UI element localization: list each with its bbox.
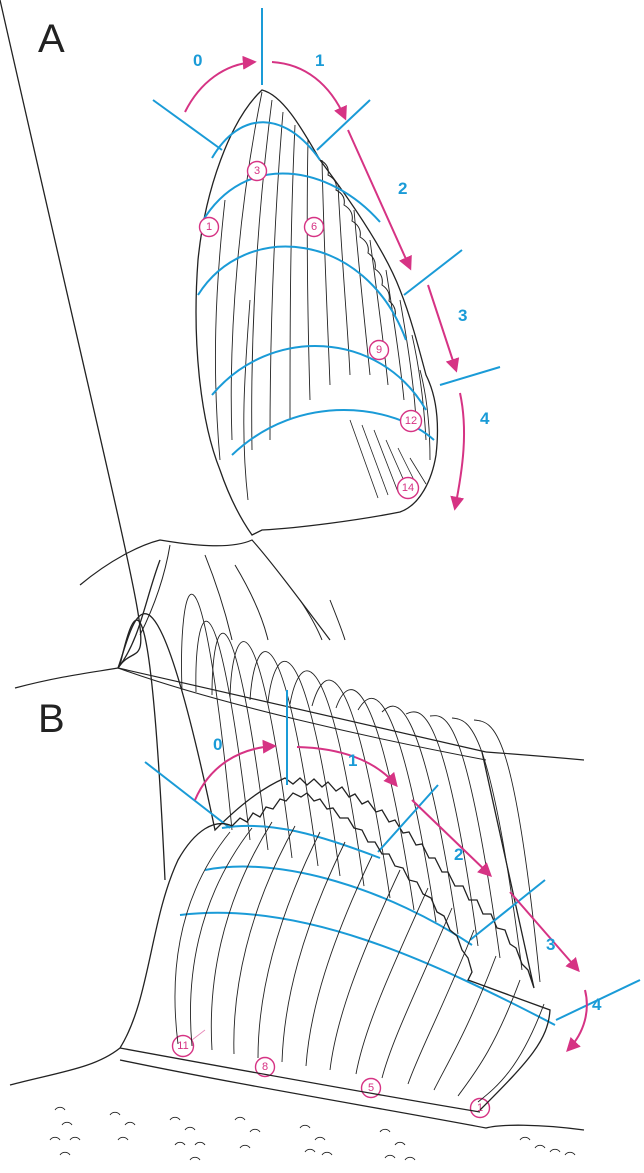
- scales-b: [50, 1107, 575, 1160]
- ray-marker-b-8: 8: [262, 1061, 268, 1073]
- ray-marker-b-5: 5: [368, 1082, 374, 1094]
- ray-marker-a-3: 3: [254, 165, 260, 177]
- segment-b-4: 4: [592, 995, 602, 1014]
- fin-b-shape: [10, 793, 584, 1130]
- ray-marker-a-1: 1: [206, 221, 212, 233]
- fin-b-outline: [0, 0, 141, 668]
- fin-b-front-edge: [118, 560, 160, 668]
- panel-b-label: B: [38, 697, 65, 741]
- ray-marker-a-9: 9: [376, 344, 382, 356]
- segment-b-0: 0: [213, 735, 222, 754]
- fin-a-rays: [215, 92, 430, 500]
- segment-b-2: 2: [454, 845, 463, 864]
- segment-a-3: 3: [458, 306, 467, 325]
- segment-a-0: 0: [193, 51, 202, 70]
- fin-b-outline-main: [118, 614, 534, 988]
- segment-a-2: 2: [398, 179, 407, 198]
- ray-marker-a-14: 14: [402, 482, 414, 494]
- fin-b-base: [118, 668, 486, 752]
- ray-marker-b-11: 11: [177, 1040, 188, 1052]
- segment-a-1: 1: [315, 51, 324, 70]
- body-a-line-2: [205, 555, 232, 640]
- body-a-line-3: [235, 565, 268, 640]
- body-a-line-4: [300, 600, 322, 640]
- segment-a-4: 4: [480, 409, 490, 428]
- panel-a-label: A: [38, 17, 65, 61]
- body-a-line-5: [330, 600, 345, 640]
- arrows-b: [195, 746, 587, 1050]
- arrows-a: [185, 62, 464, 508]
- ray-marker-a-12: 12: [405, 415, 417, 427]
- fin-b-rays: [182, 594, 540, 982]
- fin-b-ray-lines: [175, 822, 544, 1102]
- segment-b-3: 3: [546, 935, 555, 954]
- segment-b-1: 1: [348, 751, 357, 770]
- panel-a: A: [38, 8, 500, 640]
- ray-marker-a-6: 6: [311, 221, 317, 233]
- fin-a-margin: [320, 160, 395, 317]
